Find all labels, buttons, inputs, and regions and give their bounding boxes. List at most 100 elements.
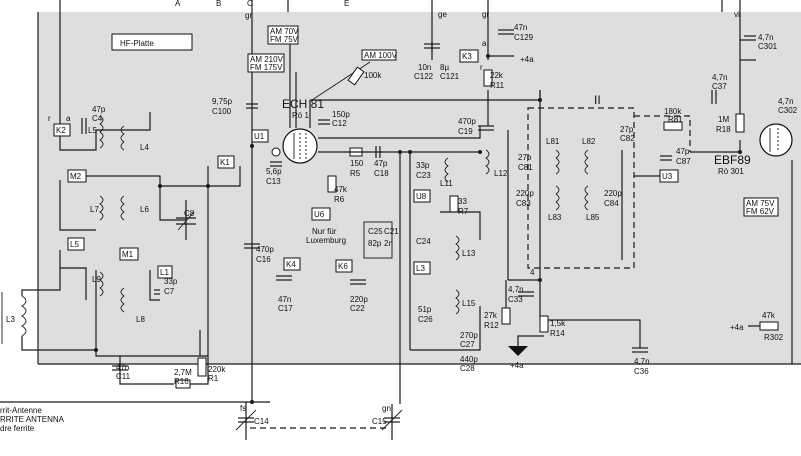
- ech81-ref: Rö 1: [292, 111, 309, 120]
- c22-value: 220p: [350, 295, 368, 304]
- c13-label: C13: [266, 177, 281, 186]
- c84-value: 220p: [604, 189, 622, 198]
- antenna-caption-en: RRITE ANTENNA: [0, 415, 65, 424]
- c12-value: 470p: [256, 245, 274, 254]
- section-mark: II: [594, 93, 601, 107]
- r16-label: R16: [174, 377, 189, 386]
- switch-u1: [251, 129, 269, 143]
- voltage-g1-fm: FM 75V: [270, 35, 299, 44]
- switch-k3: [413, 189, 431, 203]
- r18-value: 1M: [718, 115, 729, 124]
- c82-value: 27p: [620, 125, 634, 134]
- ebf89-ref: Rö 301: [718, 167, 744, 176]
- switch-k2: [53, 123, 71, 137]
- c28-label: C28: [460, 364, 475, 373]
- l7-label: L7: [90, 205, 99, 214]
- r16-value: 2,7M: [174, 368, 192, 377]
- c84-label: C84: [604, 199, 619, 208]
- switch-u3-label: U3: [662, 172, 673, 181]
- c302-value: 4,7n: [778, 97, 794, 106]
- switch-l1: [157, 265, 173, 279]
- c121-label: C121: [440, 72, 460, 81]
- switch-m2-label: M2: [70, 172, 82, 181]
- switch-l5: [67, 237, 85, 251]
- note-line-2: Luxemburg: [306, 236, 346, 245]
- wire-label-gr-1: gr: [245, 11, 252, 20]
- c18-value: 47p: [374, 159, 388, 168]
- switch-k1-label: K1: [220, 158, 230, 167]
- c18-label: C18: [374, 169, 389, 178]
- l15-label: L15: [462, 299, 476, 308]
- c81-label: C81: [518, 163, 533, 172]
- c16-value: 47n: [278, 295, 291, 304]
- wire-label-ge: ge: [438, 10, 447, 19]
- switch-k1: [217, 155, 235, 169]
- r6-value: 47k: [334, 185, 348, 194]
- c129-value: 47n: [514, 23, 527, 32]
- l83-label: L83: [548, 213, 562, 222]
- c301-label: C301: [758, 42, 778, 51]
- wire-label-fs: fs: [240, 404, 246, 413]
- r7-value: 33: [458, 197, 467, 206]
- c27-label: C27: [460, 340, 475, 349]
- l6-label: L6: [140, 205, 149, 214]
- l13-label: L13: [462, 249, 476, 258]
- hf-board-panel: [38, 12, 801, 364]
- switch-k3-label: U8: [416, 192, 427, 201]
- panel-title-box: [111, 33, 193, 51]
- c33-value: 4,7n: [508, 285, 524, 294]
- r302-label: R302: [764, 333, 784, 342]
- ech81-name: ECH 81: [282, 97, 324, 111]
- c21-value: 2n: [384, 239, 393, 248]
- r5-label: R5: [350, 169, 361, 178]
- c24-label: C24: [416, 237, 431, 246]
- wire-label-vi: vi: [734, 10, 740, 19]
- switch-l3: [413, 261, 431, 275]
- c15-label: C15: [372, 417, 387, 426]
- r11-label: R11: [490, 81, 505, 90]
- if-filter-shield: [527, 107, 635, 269]
- c17-value: 150p: [332, 110, 350, 119]
- c121-value: 8µ: [440, 63, 449, 72]
- l82-label: L82: [582, 137, 596, 146]
- voltage-box-ebf: [743, 197, 779, 217]
- r-100k-label: 100k: [364, 71, 382, 80]
- c82-label: C82: [620, 134, 635, 143]
- switch-l3-label: L3: [416, 264, 425, 273]
- switch-m1: [119, 247, 139, 261]
- l4-label: L4: [140, 143, 149, 152]
- supply-label-1: +4a: [520, 55, 534, 64]
- voltage-box-g1: [267, 25, 299, 45]
- c23-label: C23: [416, 171, 431, 180]
- voltage-box-anode: [247, 53, 285, 73]
- r18-label: R18: [716, 125, 731, 134]
- contact-a-u8: a: [482, 39, 487, 48]
- c122-value: 10n: [418, 63, 431, 72]
- switch-u8: [459, 49, 479, 63]
- c100-value: 9,75p: [212, 97, 233, 106]
- l81-label: L81: [546, 137, 560, 146]
- voltage-g1-am: AM 70V: [270, 27, 299, 36]
- l5-label: L5: [88, 126, 97, 135]
- c11-value: 47n: [116, 363, 129, 372]
- contact-r-k2: r: [48, 114, 51, 123]
- voltage-box-r6: [361, 49, 397, 61]
- c12-label: C16: [256, 255, 271, 264]
- ebf89-name: EBF89: [714, 153, 751, 167]
- supply-label-2: +4a: [510, 361, 524, 370]
- switch-k4-label: K4: [286, 260, 296, 269]
- switch-u1-label: U1: [254, 132, 265, 141]
- c33-label: C33: [508, 295, 523, 304]
- c27-value: 270p: [460, 331, 478, 340]
- switch-u6-label: U6: [314, 210, 325, 219]
- wire-label-gn: gn: [382, 404, 391, 413]
- c122-label: C122: [414, 72, 434, 81]
- c11-label: C11: [116, 372, 131, 381]
- c4-value: 47p: [92, 105, 106, 114]
- c36-value: 4,7n: [634, 357, 650, 366]
- r5-value: 150: [350, 159, 364, 168]
- c17-label: C12: [332, 119, 347, 128]
- c129-label: C129: [514, 33, 534, 42]
- r14-label: R14: [550, 329, 565, 338]
